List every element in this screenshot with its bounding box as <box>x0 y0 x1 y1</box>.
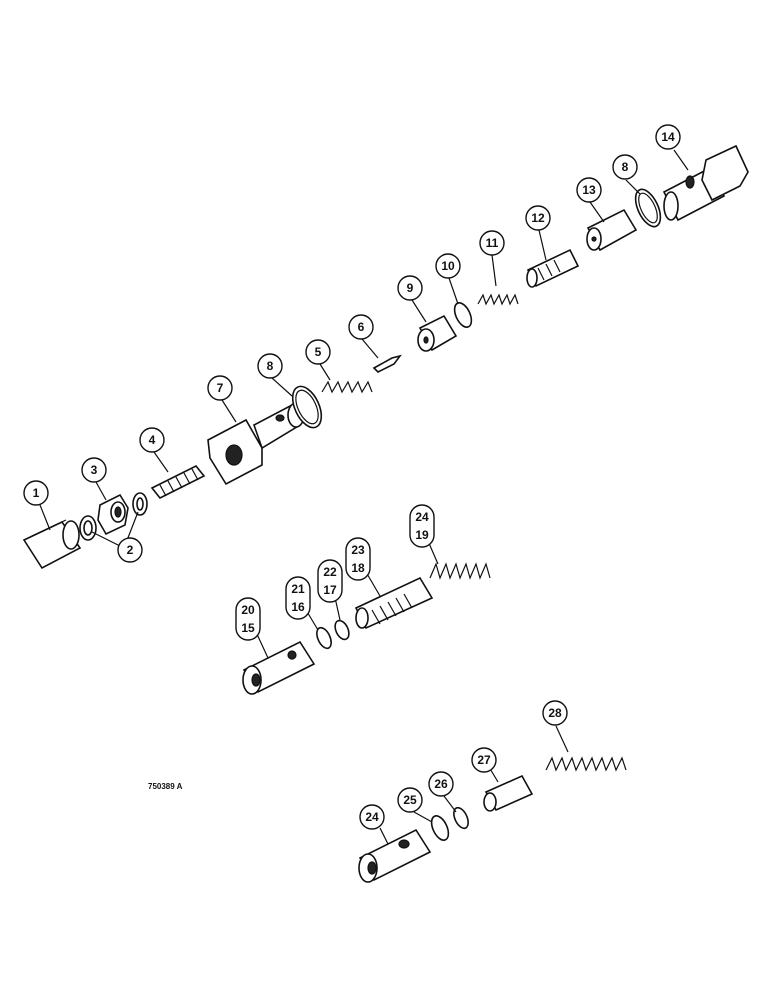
svg-text:8: 8 <box>267 359 274 373</box>
callout-26: 25 <box>397 787 423 813</box>
svg-text:26: 26 <box>434 777 448 791</box>
svg-text:15: 15 <box>241 621 255 635</box>
svg-text:24: 24 <box>415 510 429 524</box>
part-20-15-plug <box>242 640 316 695</box>
part-3-nut <box>97 493 129 536</box>
part-28-poppet <box>483 774 534 812</box>
callout-10: 10 <box>435 253 461 279</box>
part-10-o-ring <box>453 302 473 328</box>
callout-9: 9 <box>397 275 423 301</box>
callout-27: 26 <box>428 771 454 797</box>
callout-22-17: 22 17 <box>317 559 343 603</box>
part-1-cap <box>22 519 82 570</box>
callout-21-16: 21 16 <box>285 576 311 620</box>
svg-text:2: 2 <box>127 543 134 557</box>
svg-text:19: 19 <box>415 528 429 542</box>
callout-28: 27 <box>471 747 497 773</box>
callout-23-18: 23 18 <box>345 537 371 581</box>
part-22-17-o-ring <box>334 619 350 641</box>
callout-2: 2 <box>117 537 143 563</box>
svg-text:1: 1 <box>33 486 40 500</box>
figure-reference: 750389 A <box>148 782 183 791</box>
part-5-spring <box>321 380 373 394</box>
svg-text:25: 25 <box>403 793 417 807</box>
svg-text:17: 17 <box>323 583 337 597</box>
part-24-19-spring <box>429 562 491 580</box>
svg-text:20: 20 <box>241 603 255 617</box>
callout-24-19: 24 19 <box>409 504 435 548</box>
svg-text:3: 3 <box>91 463 98 477</box>
callout-8-upper: 8 <box>612 154 638 180</box>
part-8-o-ring-b <box>634 188 662 228</box>
callout-5: 5 <box>305 339 331 365</box>
part-25-plug <box>358 828 432 883</box>
callout-12: 12 <box>525 205 551 231</box>
svg-text:23: 23 <box>351 543 365 557</box>
callout-6: 6 <box>348 314 374 340</box>
svg-text:14: 14 <box>661 130 675 144</box>
part-29-spring <box>545 756 627 772</box>
callout-11: 11 <box>479 230 505 256</box>
svg-text:16: 16 <box>291 600 305 614</box>
part-8-o-ring-a <box>291 385 323 429</box>
svg-text:24: 24 <box>365 810 379 824</box>
callout-7: 7 <box>207 375 233 401</box>
svg-text:12: 12 <box>531 211 545 225</box>
svg-text:9: 9 <box>407 281 414 295</box>
svg-text:11: 11 <box>486 236 499 250</box>
svg-text:22: 22 <box>323 565 337 579</box>
callout-3: 3 <box>81 457 107 483</box>
svg-text:27: 27 <box>477 753 491 767</box>
svg-text:6: 6 <box>358 320 365 334</box>
callout-4: 4 <box>139 427 165 453</box>
callout-29: 28 <box>542 700 568 726</box>
part-2-washer-b <box>132 492 148 516</box>
part-6-poppet-pin <box>372 354 402 373</box>
part-21-16-o-ring <box>316 626 332 650</box>
part-4-adjusting-screw <box>150 464 206 500</box>
svg-text:28: 28 <box>548 706 562 720</box>
callout-8-lower: 8 <box>257 353 283 379</box>
svg-text:21: 21 <box>291 582 305 596</box>
callout-25: 24 <box>359 804 385 830</box>
svg-text:10: 10 <box>441 259 455 273</box>
svg-text:5: 5 <box>315 345 322 359</box>
part-26-o-ring <box>430 815 450 841</box>
part-27-o-ring <box>453 806 469 830</box>
part-9-seat <box>417 314 458 352</box>
part-12-piston <box>526 248 580 288</box>
part-23-18-piston <box>354 576 434 630</box>
svg-text:7: 7 <box>217 381 224 395</box>
part-14-housing-plug <box>662 144 749 222</box>
svg-text:13: 13 <box>582 183 596 197</box>
callout-1: 1 <box>23 480 49 506</box>
part-7-valve-body <box>207 402 305 486</box>
callout-14: 14 <box>655 124 681 150</box>
svg-text:4: 4 <box>149 433 156 447</box>
svg-text:8: 8 <box>622 160 629 174</box>
svg-text:18: 18 <box>351 561 365 575</box>
part-2-washer-a <box>79 515 97 541</box>
part-11-spring <box>477 293 519 306</box>
callout-20-15: 20 15 <box>235 597 261 641</box>
callout-13: 13 <box>576 177 602 203</box>
part-13-sleeve <box>586 208 638 252</box>
